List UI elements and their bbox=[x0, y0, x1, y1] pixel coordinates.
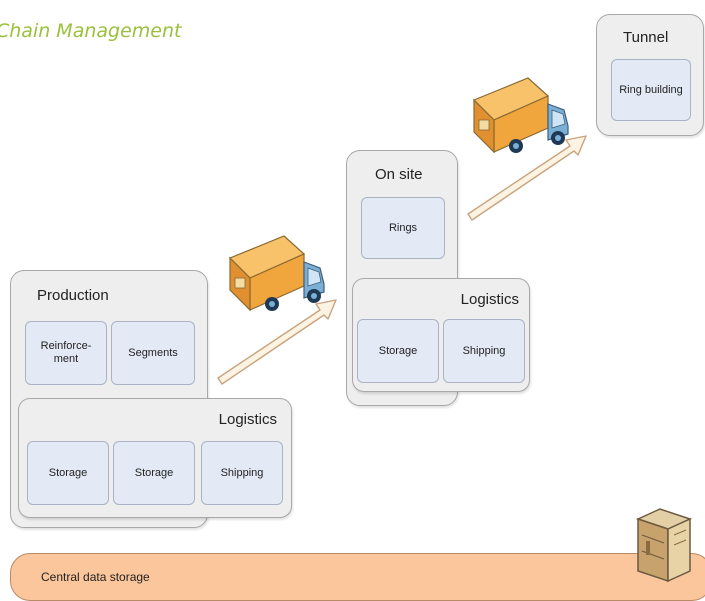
onsite-logistics-heading: Logistics bbox=[460, 291, 519, 308]
ring-building-cell: Ring building bbox=[611, 59, 691, 121]
production-storage-cell-1: Storage bbox=[27, 441, 109, 505]
delivery-truck-icon bbox=[228, 235, 325, 312]
transfer-arrow-onsite-to-tunnel bbox=[467, 135, 587, 221]
server-cabinet-icon bbox=[635, 508, 693, 583]
production-heading: Production bbox=[37, 287, 109, 304]
onsite-heading: On site bbox=[375, 166, 423, 183]
diagram-title: Chain Management bbox=[0, 20, 182, 42]
reinforcement-cell: Reinforce- ment bbox=[25, 321, 107, 385]
onsite-shipping-cell: Shipping bbox=[443, 319, 525, 383]
segments-cell: Segments bbox=[111, 321, 195, 385]
production-storage-cell-2: Storage bbox=[113, 441, 195, 505]
onsite-logistics-panel: Logistics Storage Shipping bbox=[352, 278, 530, 392]
transfer-arrow-production-to-onsite bbox=[217, 299, 337, 385]
onsite-storage-cell: Storage bbox=[357, 319, 439, 383]
rings-cell: Rings bbox=[361, 197, 445, 259]
central-data-storage-label: Central data storage bbox=[41, 570, 150, 584]
tunnel-heading: Tunnel bbox=[623, 29, 669, 46]
production-logistics-heading: Logistics bbox=[218, 411, 277, 428]
production-logistics-panel: Logistics Storage Storage Shipping bbox=[18, 398, 292, 518]
production-shipping-cell: Shipping bbox=[201, 441, 283, 505]
delivery-truck-icon bbox=[472, 77, 569, 154]
tunnel-panel: Tunnel Ring building bbox=[596, 14, 704, 136]
central-data-storage-bar: Central data storage bbox=[10, 553, 705, 601]
